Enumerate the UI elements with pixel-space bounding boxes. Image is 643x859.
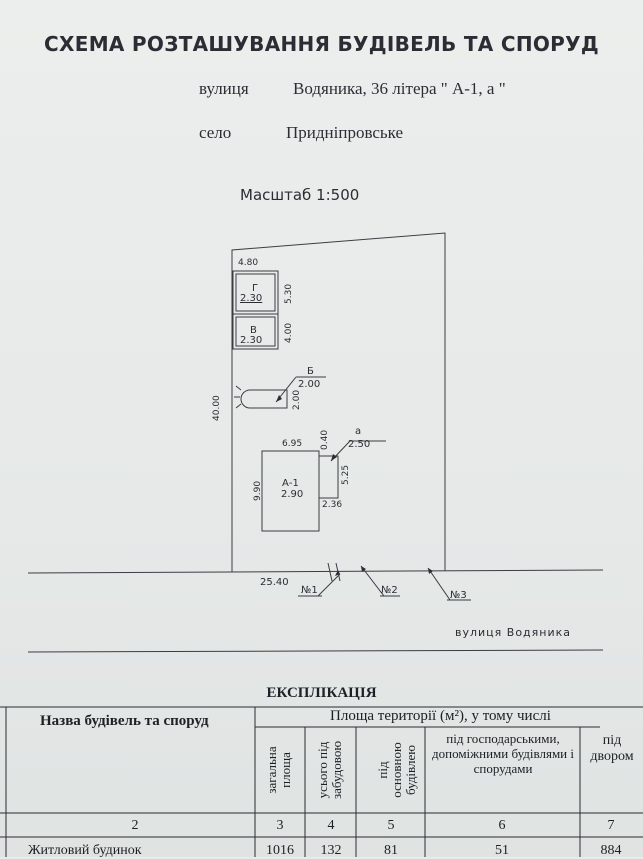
dim-v-side: 4.00 [284,323,294,343]
gate-1-label: №1 [301,585,318,596]
main-offset: 0.40 [320,430,330,450]
building-v [232,313,279,350]
column-number-5: 5 [387,818,395,833]
gate-3-leader [427,567,451,601]
column-aux-header: під господарськими, допоміжними будівлям… [432,731,574,776]
column-built-header: усього під забудовою [315,740,344,800]
arrow-b [276,395,282,402]
gate-1-post-a [327,562,333,582]
street-label: вулиця [199,79,249,98]
g-height: 2.30 [240,293,262,304]
column-name-header: Назва будівель та споруд [40,713,209,729]
dim-top: 4.80 [238,258,258,268]
dim-front: 25.40 [260,577,289,588]
explication-table: ЕКСПЛІКАЦІЯ Назва будівель та споруд Пло… [0,685,643,858]
explication-title: ЕКСПЛІКАЦІЯ [266,685,377,701]
b-height: 2.00 [298,379,320,390]
column-area-group-header: Площа території (м²), у тому числі [330,708,551,724]
main-letter: А-1 [282,478,299,489]
dim-g-side: 5.30 [284,284,294,304]
v-letter: В [250,325,257,336]
column-number-7: 7 [607,818,615,833]
column-number-6: 6 [498,818,506,833]
arrow-gate-2 [361,566,366,572]
street-value: Водяника, 36 літера " А-1, а " [293,79,506,98]
main-side: 9.90 [253,481,263,501]
building-annex-a [318,455,339,499]
street-edge-line [27,569,604,574]
street-name-label: вулиця Водяника [455,626,571,639]
village-label: село [199,123,232,142]
row1-built: 132 [320,843,342,858]
street-far-line [27,649,604,653]
column-number-2: 2 [131,818,139,833]
building-v-inner [235,316,276,347]
b-letter: Б [307,366,314,377]
arrow-gate-3 [428,568,433,574]
v-height: 2.30 [240,335,262,346]
document-title: СХЕМА РОЗТАШУВАННЯ БУДІВЕЛЬ ТА СПОРУД [44,32,599,56]
column-total-header: загальна площа [264,746,293,794]
a-side: 5.25 [341,465,351,485]
row1-aux: 51 [495,843,509,858]
row1-total: 1016 [266,843,294,858]
gate-3-label: №3 [450,590,467,601]
main-height: 2.90 [281,489,303,500]
row1-name: Житловий будинок [28,843,142,858]
building-g-inner [235,273,276,312]
village-value: Придніпровське [286,123,404,142]
building-b-marks [234,385,242,409]
gate-2-leader [360,565,385,597]
column-yard-header: під двором [590,733,634,764]
scale-label: Масштаб 1:500 [240,186,360,204]
row1-yard: 884 [600,843,622,858]
row1-main: 81 [384,843,398,858]
arrow-gate-1 [335,570,340,576]
a-letter: а [355,426,361,437]
a-height: 2.50 [348,439,370,450]
column-number-3: 3 [276,818,284,833]
g-letter: Г [252,283,258,294]
column-main-header: під основною будівлею [375,742,418,798]
plot-boundary [231,232,446,572]
gate-2-label: №2 [381,585,398,596]
site-plan-drawing: 4.80 5.30 Г 2.30 В 2.30 4.00 40.00 Б 2.0… [27,232,604,653]
dim-plot-side: 40.00 [212,395,222,421]
a-width: 2.36 [322,500,342,510]
main-width: 6.95 [282,439,302,449]
explication-grid [0,706,643,857]
gate-1-leader [317,573,341,597]
b-side: 2.00 [292,390,302,410]
column-number-4: 4 [327,818,335,833]
building-b [240,389,288,409]
arrow-a [331,454,337,461]
